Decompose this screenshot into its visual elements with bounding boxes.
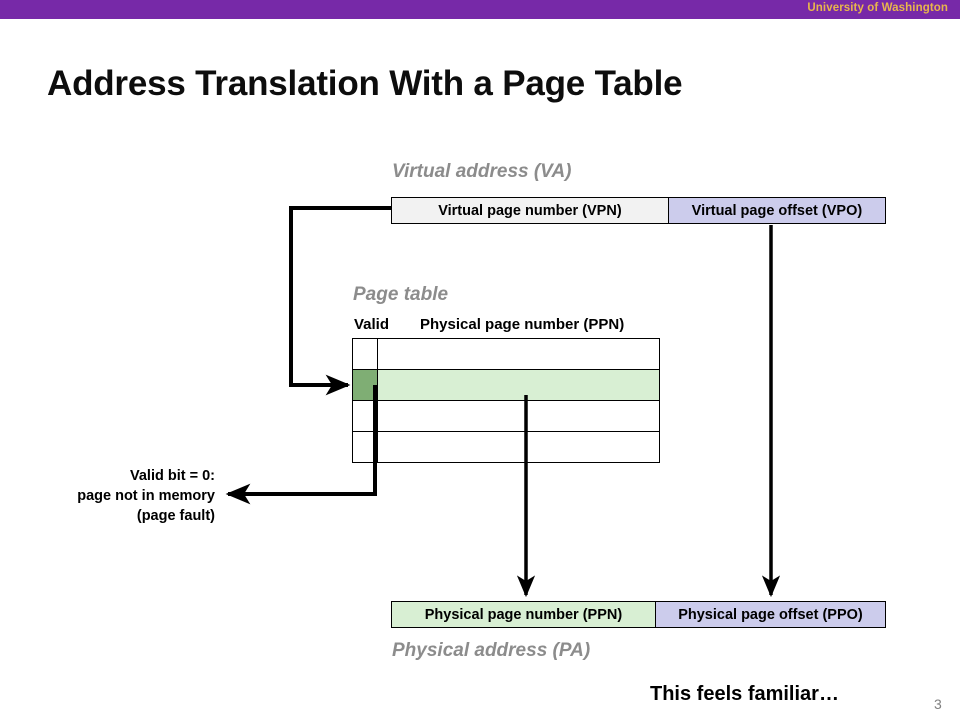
table-row[interactable] <box>353 432 659 463</box>
valid-cell <box>353 432 378 463</box>
ppn-cell <box>378 339 659 369</box>
physical-address-bar: Physical page number (PPN) Physical page… <box>391 601 886 628</box>
table-row[interactable] <box>353 370 659 401</box>
valid-cell <box>353 339 378 369</box>
institution-name: University of Washington <box>807 2 948 14</box>
fault-annotation-line-2: page not in memory <box>77 488 215 504</box>
header-banner <box>0 0 960 19</box>
virtual-address-caption: Virtual address (VA) <box>392 161 572 182</box>
virtual-page-number-field: Virtual page number (VPN) <box>392 198 668 223</box>
physical-address-caption: Physical address (PA) <box>392 640 591 661</box>
page-table-header-ppn: Physical page number (PPN) <box>420 316 625 333</box>
virtual-page-offset-field: Virtual page offset (VPO) <box>667 198 885 223</box>
page-table-header-valid: Valid <box>354 316 390 333</box>
valid-cell <box>353 370 378 400</box>
page-table <box>352 338 660 463</box>
valid-cell <box>353 401 378 431</box>
fault-annotation: Valid bit = 0: page not in memory (page … <box>20 466 215 526</box>
physical-page-number-field: Physical page number (PPN) <box>392 602 655 627</box>
page-title: Address Translation With a Page Table <box>47 64 683 103</box>
table-row[interactable] <box>353 339 659 370</box>
bottom-note: This feels familiar… <box>650 683 839 705</box>
ppn-cell <box>378 370 659 400</box>
ppn-cell <box>378 432 659 463</box>
fault-annotation-line-3: (page fault) <box>136 508 215 524</box>
page-number: 3 <box>934 696 942 712</box>
fault-annotation-line-1: Valid bit = 0: <box>129 468 215 484</box>
virtual-address-bar: Virtual page number (VPN) Virtual page o… <box>391 197 886 224</box>
ppn-cell <box>378 401 659 431</box>
physical-page-offset-field: Physical page offset (PPO) <box>654 602 885 627</box>
page-table-caption: Page table <box>353 284 449 305</box>
table-row[interactable] <box>353 401 659 432</box>
